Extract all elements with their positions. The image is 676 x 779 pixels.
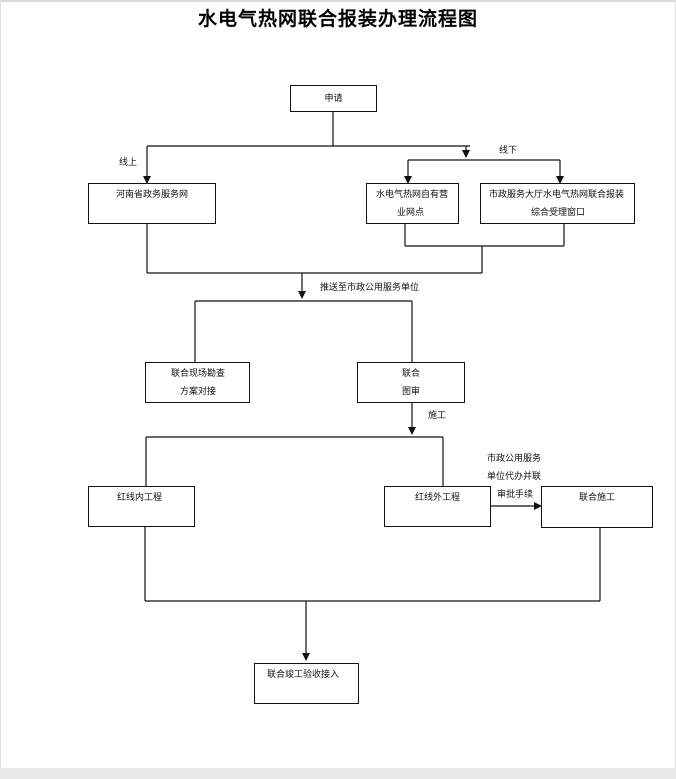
window-top-border — [0, 0, 676, 2]
node-joint-acceptance: 联合竣工验收接入 — [254, 663, 359, 704]
node-online-portal: 河南省政务服务网 — [88, 183, 216, 224]
node-self-outlet-line1: 水电气热网自有营 — [376, 190, 449, 200]
label-online: 线上 — [119, 158, 138, 168]
node-self-outlet: 水电气热网自有营 业网点 — [366, 183, 459, 224]
node-joint-survey: 联合现场勘查 方案对接 — [145, 362, 250, 403]
node-joint-survey-line1: 联合现场勘查 — [171, 369, 226, 379]
node-online-portal-label: 河南省政务服务网 — [116, 190, 189, 200]
node-apply: 申请 — [290, 85, 377, 112]
node-outside-redline-label: 红线外工程 — [415, 493, 461, 503]
node-inside-redline: 红线内工程 — [88, 486, 195, 527]
window-left-border — [0, 0, 1, 768]
node-inside-redline-label: 红线内工程 — [117, 493, 163, 503]
diagram-title: 水电气热网联合报装办理流程图 — [197, 8, 478, 30]
node-outside-redline: 红线外工程 — [384, 486, 491, 527]
node-hall-window-line2: 综合受理窗口 — [531, 208, 586, 218]
node-joint-review-line1: 联合 — [401, 369, 420, 379]
label-construction: 施工 — [428, 411, 447, 421]
node-apply-label: 申请 — [324, 94, 343, 104]
node-joint-review-line2: 图审 — [401, 387, 420, 397]
node-joint-construction: 联合施工 — [541, 486, 653, 528]
node-self-outlet-line2: 业网点 — [397, 208, 425, 218]
node-hall-window: 市政服务大厅水电气热网联合报装 综合受理窗口 — [480, 183, 635, 224]
label-approval-proxy-line1: 市政公用服务 — [487, 454, 542, 464]
node-joint-construction-label: 联合施工 — [578, 493, 615, 503]
node-joint-review: 联合 图审 — [357, 362, 465, 403]
window-bottom-bar — [0, 768, 676, 779]
label-approval-proxy-line2: 单位代办并联 — [487, 472, 542, 482]
node-joint-acceptance-label: 联合竣工验收接入 — [267, 670, 340, 680]
node-joint-survey-line2: 方案对接 — [180, 387, 217, 397]
label-push-to-units: 推送至市政公用服务单位 — [320, 283, 420, 293]
label-approval-proxy-line3: 审批手续 — [497, 490, 534, 500]
label-offline: 线下 — [499, 146, 518, 156]
node-hall-window-line1: 市政服务大厅水电气热网联合报装 — [489, 190, 625, 200]
